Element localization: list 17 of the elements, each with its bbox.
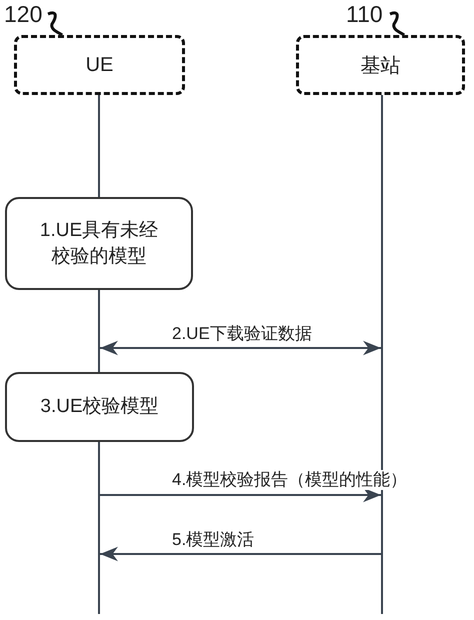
leader-line — [390, 11, 405, 36]
lifeline — [98, 95, 100, 197]
lifeline — [98, 442, 100, 614]
callout-number: 110 — [346, 2, 390, 26]
message-arrow — [100, 488, 381, 502]
process-box: 3.UE校验模型 — [5, 372, 194, 442]
participant-box: 基站 — [296, 35, 465, 95]
lifeline — [381, 95, 383, 614]
message-arrow — [100, 340, 381, 356]
lifeline — [98, 290, 100, 372]
edge-label: 5.模型激活 — [170, 530, 256, 550]
process-box: 1.UE具有未经校验的模型 — [5, 197, 193, 290]
callout-number: 120 — [4, 2, 48, 26]
participant-box: UE — [14, 35, 185, 95]
leader-line — [48, 11, 63, 36]
message-arrow — [100, 546, 381, 562]
edge-label: 2.UE下载验证数据 — [170, 324, 314, 344]
